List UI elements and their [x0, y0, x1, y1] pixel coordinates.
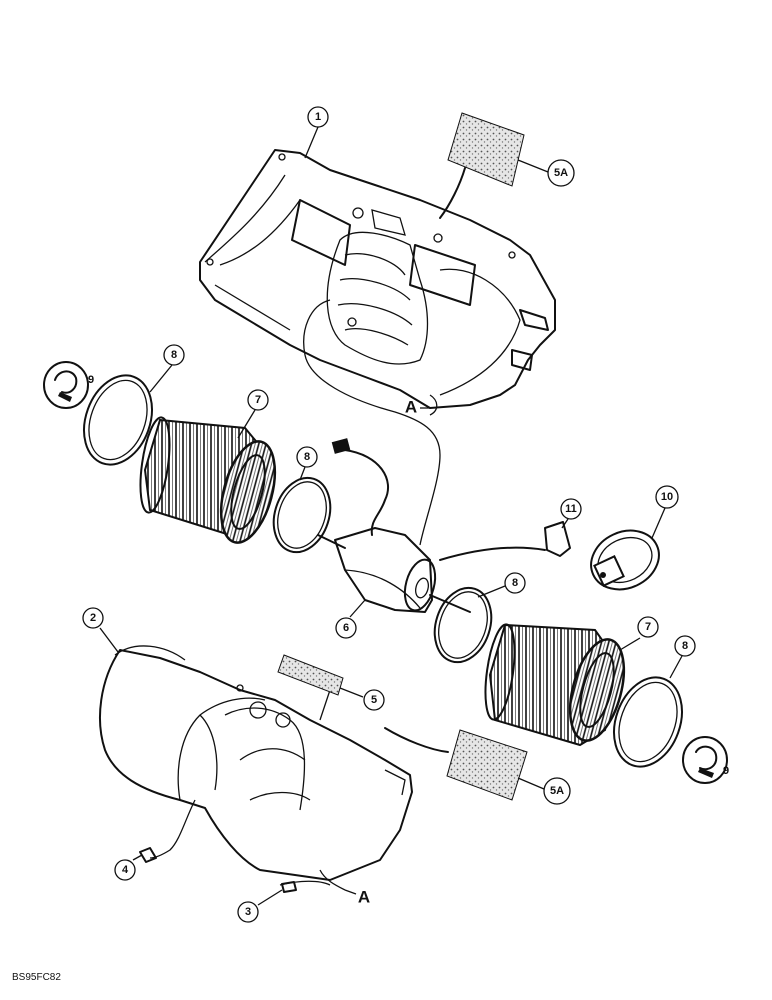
callout-2 — [82, 607, 104, 629]
seal-ring-mid — [272, 476, 332, 554]
lower-housing — [99, 645, 413, 881]
left-seal-assembly — [43, 361, 153, 466]
callout-7-right — [637, 616, 659, 638]
connector-4 — [139, 847, 157, 863]
callout-5a-top — [547, 159, 575, 187]
callout-5 — [363, 689, 385, 711]
callout-3 — [237, 901, 259, 923]
figure-code: BS95FC82 — [12, 972, 61, 983]
foam-strip-5 — [277, 654, 344, 696]
callout-5a-bottom-label: 5A — [550, 785, 564, 797]
hose-clamp — [590, 529, 660, 591]
callout-6 — [335, 617, 357, 639]
reference-a-bottom: A — [358, 888, 370, 907]
upper-housing — [199, 149, 556, 409]
callout-9-left-label: 9 — [88, 374, 94, 386]
callout-7-left-label: 7 — [255, 394, 261, 406]
left-impeller — [139, 416, 277, 544]
blower-motor — [317, 438, 471, 613]
callout-8-right-label: 8 — [512, 577, 518, 589]
callout-8-mid — [296, 446, 318, 468]
clip — [544, 521, 571, 557]
callout-5-label: 5 — [371, 694, 377, 706]
seal-ring-right — [433, 586, 493, 664]
callout-8-right — [504, 572, 526, 594]
right-seal-assembly — [613, 676, 728, 784]
callout-5a-bottom — [543, 777, 571, 805]
callout-4 — [114, 859, 136, 881]
callout-11 — [560, 498, 582, 520]
reference-a-top: A — [405, 398, 417, 417]
callout-8-left-label: 8 — [171, 349, 177, 361]
foam-pad-5a-bottom — [446, 729, 528, 801]
callout-11-label: 11 — [565, 503, 577, 515]
callout-1-label: 1 — [315, 111, 321, 123]
callout-8-far — [674, 635, 696, 657]
right-impeller — [484, 623, 626, 747]
callout-8-left — [163, 344, 185, 366]
callout-7-right-label: 7 — [645, 621, 651, 633]
callout-5a-top-label: 5A — [554, 167, 568, 179]
callout-6-label: 6 — [343, 622, 349, 634]
connector-3 — [281, 881, 297, 893]
callout-10 — [655, 485, 679, 509]
callout-7-left — [247, 389, 269, 411]
callout-9-right-label: 9 — [723, 765, 729, 777]
callout-3-label: 3 — [245, 906, 251, 918]
callout-10-label: 10 — [661, 491, 673, 503]
callout-2-label: 2 — [90, 612, 96, 624]
callout-8-far-label: 8 — [682, 640, 688, 652]
callout-8-mid-label: 8 — [304, 451, 310, 463]
callout-4-label: 4 — [122, 864, 129, 876]
callout-1 — [307, 106, 329, 128]
foam-pad-5a-top — [447, 112, 525, 187]
callouts: 1 5A 8 9 7 8 11 10 8 6 — [82, 106, 729, 923]
